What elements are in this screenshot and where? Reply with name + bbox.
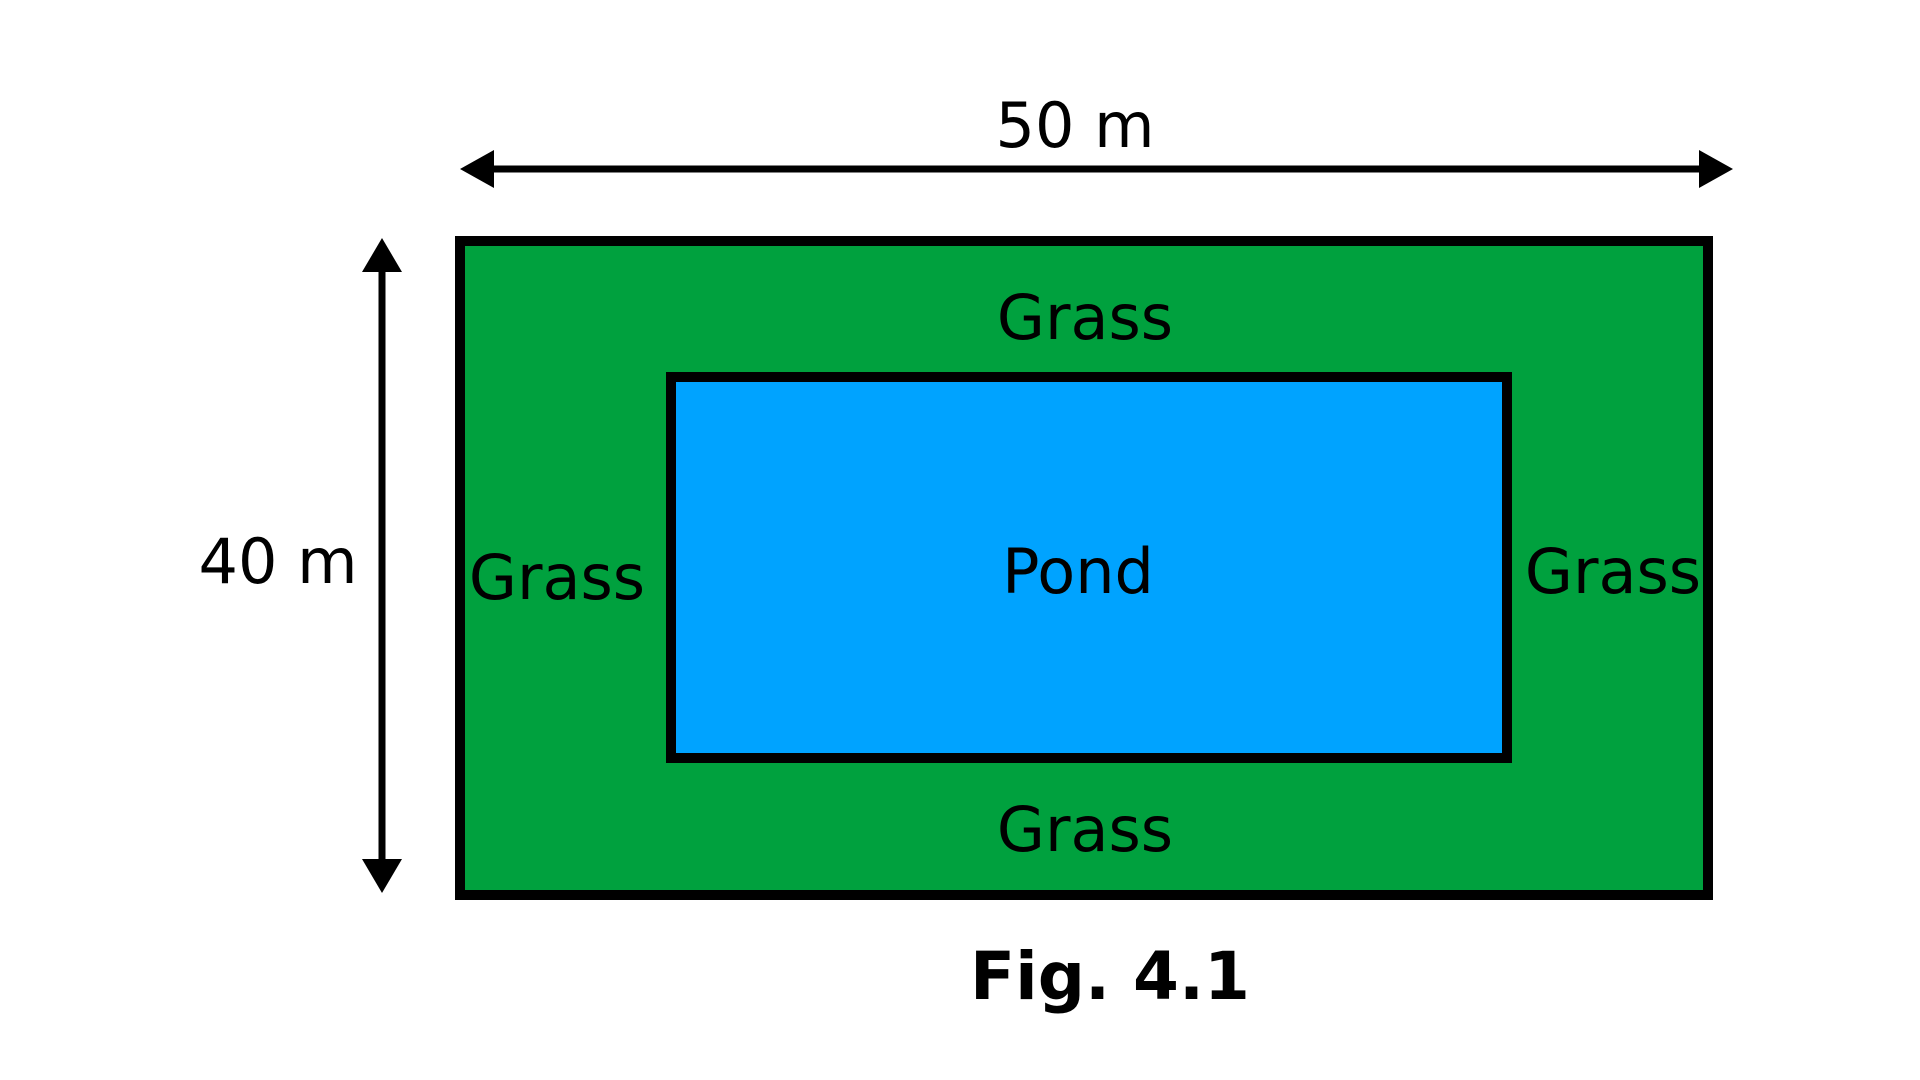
grass-right-label: Grass — [1525, 535, 1701, 608]
grass-top-label: Grass — [997, 281, 1173, 354]
height-dimension-arrow — [362, 238, 402, 893]
grass-left-label: Grass — [469, 541, 645, 614]
figure-caption: Fig. 4.1 — [970, 938, 1250, 1015]
grass-bottom-label: Grass — [997, 793, 1173, 866]
arrow-up-head-icon — [362, 238, 402, 272]
width-label: 50 m — [996, 89, 1155, 162]
pond-label: Pond — [1002, 535, 1154, 608]
width-dimension-arrow — [460, 150, 1733, 188]
height-label: 40 m — [199, 525, 358, 598]
arrow-right-head-icon — [1699, 150, 1733, 188]
arrow-down-head-icon — [362, 859, 402, 893]
pond-area — [666, 372, 1512, 763]
arrow-left-head-icon — [460, 150, 494, 188]
